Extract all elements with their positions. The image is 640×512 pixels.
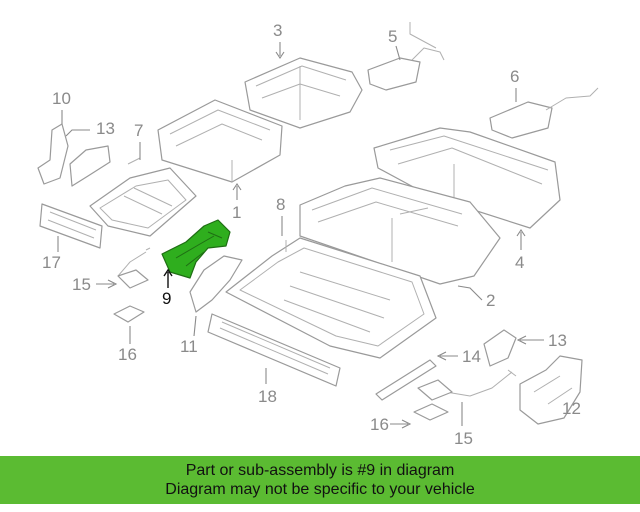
callout-13-left: 13 xyxy=(65,119,115,138)
callout-15-right: 15 xyxy=(454,402,473,448)
part-2-seat-cushion xyxy=(299,177,501,285)
part-3-seat-back xyxy=(244,57,363,129)
svg-text:13: 13 xyxy=(548,331,567,350)
svg-text:2: 2 xyxy=(486,291,495,310)
part-13-bracket-right xyxy=(483,329,517,367)
callout-4: 4 xyxy=(515,229,526,272)
info-banner: Part or sub-assembly is #9 in diagram Di… xyxy=(0,456,640,504)
callout-16-right: 16 xyxy=(370,415,412,434)
svg-text:10: 10 xyxy=(52,89,71,108)
svg-text:11: 11 xyxy=(180,337,198,356)
callout-1: 1 xyxy=(232,183,241,222)
part-6-panel xyxy=(489,87,599,139)
callout-11: 11 xyxy=(180,315,198,356)
part-16-clip-left xyxy=(113,305,145,323)
svg-text:16: 16 xyxy=(370,415,389,434)
svg-text:5: 5 xyxy=(388,27,397,46)
part-11-bracket xyxy=(189,255,243,313)
banner-line-1: Part or sub-assembly is #9 in diagram xyxy=(185,462,455,479)
callout-10: 10 xyxy=(52,89,71,124)
callout-16-left: 16 xyxy=(118,326,137,364)
svg-text:17: 17 xyxy=(42,253,61,272)
part-12-hinge xyxy=(519,355,583,425)
part-18-trim xyxy=(207,313,341,387)
callout-12: 12 xyxy=(562,399,581,418)
parts-diagram: 3 5 6 1 4 2 xyxy=(37,21,599,448)
part-9-bracket-highlighted xyxy=(161,219,231,279)
callout-18: 18 xyxy=(258,368,277,406)
svg-text:4: 4 xyxy=(515,253,524,272)
svg-text:16: 16 xyxy=(118,345,137,364)
part-15-cable-right xyxy=(417,369,517,401)
part-10-bracket xyxy=(37,123,69,185)
part-16-clip-right xyxy=(413,403,449,421)
callout-14: 14 xyxy=(436,347,481,366)
svg-text:8: 8 xyxy=(276,195,285,214)
banner-line-2: Diagram may not be specific to your vehi… xyxy=(165,481,475,498)
callout-13-right: 13 xyxy=(516,331,567,350)
svg-text:14: 14 xyxy=(462,347,481,366)
callout-3: 3 xyxy=(273,21,285,59)
callout-15-left: 15 xyxy=(72,275,118,294)
svg-text:15: 15 xyxy=(454,429,473,448)
callout-7: 7 xyxy=(134,121,143,160)
part-14-strut xyxy=(375,359,437,401)
svg-text:6: 6 xyxy=(510,67,519,86)
svg-text:3: 3 xyxy=(273,21,282,40)
part-17-trim xyxy=(39,203,103,249)
callout-9: 9 xyxy=(162,268,173,308)
part-5-panel xyxy=(367,22,445,91)
callout-2: 2 xyxy=(457,285,495,310)
svg-text:18: 18 xyxy=(258,387,277,406)
callout-17: 17 xyxy=(42,236,61,272)
part-1-seat-cushion xyxy=(157,99,283,183)
callout-6: 6 xyxy=(510,67,519,102)
svg-text:7: 7 xyxy=(134,121,143,140)
part-7-seat-frame xyxy=(89,157,197,237)
part-15-cable-left xyxy=(117,247,151,289)
svg-text:12: 12 xyxy=(562,399,581,418)
svg-text:13: 13 xyxy=(96,119,115,138)
callout-5: 5 xyxy=(388,27,401,61)
svg-text:15: 15 xyxy=(72,275,91,294)
callout-8: 8 xyxy=(276,195,285,236)
part-8-seat-frame xyxy=(225,237,437,359)
part-13-bracket-left xyxy=(69,145,111,187)
svg-text:1: 1 xyxy=(232,203,241,222)
svg-text:9: 9 xyxy=(162,289,171,308)
